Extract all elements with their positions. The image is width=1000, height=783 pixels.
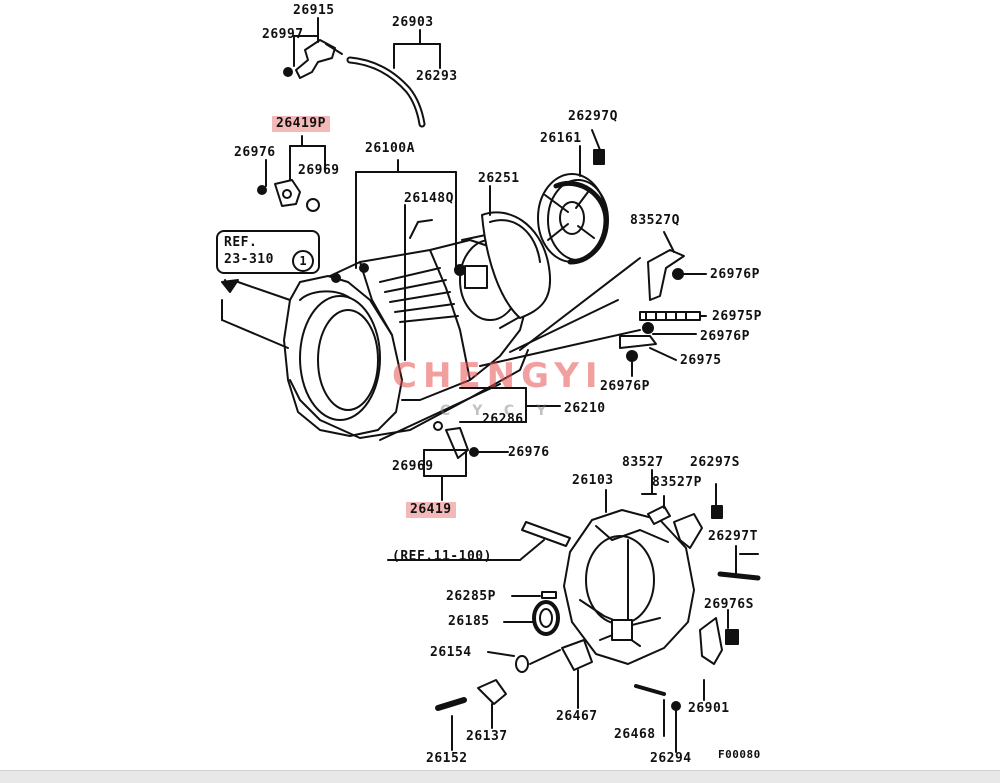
label-26293: 26293 <box>416 69 458 84</box>
label-26154: 26154 <box>430 645 472 660</box>
bolt-26297T <box>717 571 761 581</box>
extension-housing-26103 <box>563 509 695 665</box>
flexplate-26161 <box>537 173 609 265</box>
label-26976P-b: 26976P <box>700 329 750 344</box>
bracket-83527P <box>647 505 671 525</box>
horizontal-scrollbar[interactable] <box>0 770 1000 783</box>
label-83527Q: 83527Q <box>630 213 680 228</box>
label-26286: 26286 <box>482 412 524 427</box>
label-26976S: 26976S <box>704 597 754 612</box>
sensor-26419 <box>445 427 469 459</box>
clip-83527 <box>673 513 703 549</box>
spring-26975 <box>619 335 657 349</box>
cable-11-100 <box>521 521 571 547</box>
label-26137: 26137 <box>466 729 508 744</box>
label-26969-b: 26969 <box>392 459 434 474</box>
seal-26185 <box>532 600 560 636</box>
pipe-26148Q <box>409 219 433 239</box>
label-26976-b: 26976 <box>508 445 550 460</box>
label-26103: 26103 <box>572 473 614 488</box>
label-26997: 26997 <box>262 27 304 42</box>
label-26975: 26975 <box>680 353 722 368</box>
label-26100A: 26100A <box>365 141 415 156</box>
label-26969-a: 26969 <box>298 163 340 178</box>
label-26976P-a: 26976P <box>710 267 760 282</box>
label-26297T: 26297T <box>708 529 758 544</box>
label-26297Q: 26297Q <box>568 109 618 124</box>
watermark-subtext: CYCY <box>440 403 569 419</box>
label-26161: 26161 <box>540 131 582 146</box>
label-26975P: 26975P <box>712 309 762 324</box>
label-26915: 26915 <box>293 3 335 18</box>
sensor-26419P <box>274 179 301 207</box>
label-26976-a: 26976 <box>234 145 276 160</box>
lever-26467 <box>561 639 593 671</box>
watermark-text: CHENGYI <box>392 356 604 396</box>
ref-line1: REF. <box>224 235 258 250</box>
label-26297S: 26297S <box>690 455 740 470</box>
label-26152: 26152 <box>426 751 468 766</box>
label-26901: 26901 <box>688 701 730 716</box>
label-26148Q: 26148Q <box>404 191 454 206</box>
lever-26137 <box>477 679 507 705</box>
label-26285P: 26285P <box>446 589 496 604</box>
label-26467: 26467 <box>556 709 598 724</box>
figure-code: F00080 <box>718 748 761 761</box>
ref-line2: 23-310 <box>224 252 274 267</box>
label-26419P: 26419P <box>272 116 330 132</box>
label-ref-11-100: (REF.11-100) <box>392 549 492 564</box>
label-26419: 26419 <box>406 502 456 518</box>
label-26294: 26294 <box>650 751 692 766</box>
label-26468: 26468 <box>614 727 656 742</box>
label-26903: 26903 <box>392 15 434 30</box>
label-83527: 83527 <box>622 455 664 470</box>
ref-circle-number: 1 <box>292 250 314 272</box>
bracket-26915 <box>283 39 343 79</box>
spring-26975P <box>639 311 701 321</box>
reference-box <box>216 230 320 274</box>
label-26185: 26185 <box>448 614 490 629</box>
label-26210: 26210 <box>564 401 606 416</box>
label-26251: 26251 <box>478 171 520 186</box>
label-83527P: 83527P <box>652 475 702 490</box>
label-26976P-c: 26976P <box>600 379 650 394</box>
transmission-case-26100A <box>283 231 541 441</box>
bracket-83527Q <box>647 249 685 301</box>
